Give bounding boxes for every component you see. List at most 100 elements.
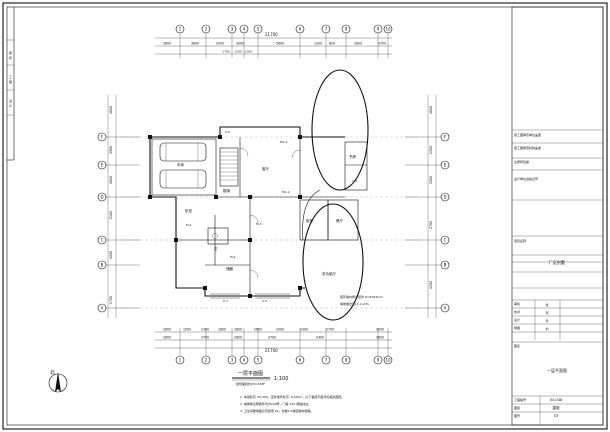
axis-left-label: B <box>101 263 104 268</box>
signature-cell: 邓 <box>545 310 548 315</box>
dining <box>327 199 359 241</box>
curve-note-2: 墙体做法见J-1,2-2/7L <box>340 301 370 306</box>
axis-top-label: 2 <box>205 27 208 32</box>
left-dim-value: 1700 <box>109 296 113 304</box>
axis-bottom-label: 10 <box>385 358 391 363</box>
plan-scale: 1:100 <box>274 376 288 382</box>
right-dim-value: 2500 <box>429 146 433 154</box>
room-labels: 车库 客厅 餐厅 厨房 卧室 书房 卫 楼梯 多功能厅 储藏 <box>177 154 357 276</box>
bottom-dim-value: 1800 <box>234 328 242 332</box>
plan-title: 一层平面图 <box>238 371 263 377</box>
axis-bottom-label: 7 <box>325 358 328 363</box>
tag-m1: M-1 <box>186 223 192 227</box>
axis-top-label: 3 <box>231 27 234 32</box>
signature-cell: 张 <box>545 302 548 307</box>
title-block-label: 图号 <box>514 413 520 418</box>
title-block: 施工图审查单位盖章施工图审查机构盖章注册师签章设计单位资格证号项目名称审核校对设… <box>511 6 604 426</box>
top-subdim-value: 1100 <box>244 50 252 54</box>
study-room <box>344 141 368 191</box>
axis-right-label: D <box>443 195 446 200</box>
door-tags: MC-1 MC-2 M-1 M-2 M-3 C-1 C-2 C-3 C-5 <box>186 130 357 303</box>
bottom-dim2-value: 3700 <box>268 336 276 340</box>
axis-left-label: D <box>100 195 103 200</box>
garage <box>151 138 217 196</box>
north-arrow: 北 <box>48 369 68 393</box>
drawing-number: 04-048 <box>550 398 562 402</box>
axis-top-label: 6 <box>299 27 302 32</box>
inner-border <box>6 6 604 426</box>
axis-top-label: 10 <box>385 27 391 32</box>
top-dim-value: 2000 <box>216 42 224 46</box>
oval-room-bottom <box>302 203 364 321</box>
tag-m3: M-3 <box>256 222 262 226</box>
signature-cell: 刘 <box>545 326 548 331</box>
note-3: 3. 卫生间楼地面比同层低 20，并做1%坡度坡向地漏。 <box>240 408 313 413</box>
tag-mc2: MC-2 <box>282 190 290 194</box>
top-dim-value: 5600 <box>276 42 284 46</box>
title-block-label: 设计 <box>514 317 520 322</box>
bottom-dim-value: 2800 <box>163 328 171 332</box>
axis-bottom-label: 8 <box>345 358 348 363</box>
building-plan <box>148 69 369 321</box>
axis-bottom-label: 6 <box>299 358 302 363</box>
car-2 <box>159 169 207 189</box>
axis-left-label: C <box>101 238 104 243</box>
axis-top-label: 5 <box>257 27 260 32</box>
axis-top-label: 4 <box>243 27 246 32</box>
top-dim-value: 1200 <box>314 42 322 46</box>
title-block-label: 注册师签章 <box>514 159 529 164</box>
top-dim-value: 4700 <box>378 42 386 46</box>
title-block-label: 设计单位资格证号 <box>514 176 538 181</box>
curve-note: 弧形墙内侧半径详 R=8183mm <box>340 294 383 299</box>
title-block-label: 施工图审查单位盖章 <box>514 132 541 137</box>
tag-c5: C-5 <box>225 130 230 134</box>
plan-title-group: 一层平面图 1:100 建筑面积约250.55M² <box>232 371 288 386</box>
left-dim-value: 3900 <box>109 146 113 154</box>
top-dim-value: 3000 <box>236 42 244 46</box>
axis-left-label: E <box>101 163 104 168</box>
room-kitchen: 厨房 <box>306 218 314 223</box>
general-notes: 1. 本层标高 ±0.000，室外地坪标高 -0.450m，以下各层平面详见相关… <box>240 394 344 413</box>
oval-room-top <box>311 69 369 191</box>
axis-bottom-label: 2 <box>205 358 208 363</box>
tag-c2: C-2 <box>262 299 267 303</box>
bottom-dim2-value: 2400 <box>316 336 324 340</box>
title-block-label: 图名 <box>514 343 520 348</box>
right-dim-value: 4800 <box>429 106 433 114</box>
room-stair: 楼梯 <box>223 188 230 193</box>
axis-top-label: 7 <box>325 27 328 32</box>
axis-bottom-label: 4 <box>243 358 246 363</box>
left-dim-value: 4800 <box>109 106 113 114</box>
axis-right-label: E <box>444 163 447 168</box>
tag-mc1: MC-1 <box>280 140 288 144</box>
sheet-number: 03 <box>554 414 558 418</box>
bottom-dim-value: 2300 <box>201 328 209 332</box>
title-block-label: 制图 <box>514 325 520 330</box>
car-1 <box>159 142 207 162</box>
bottom-dim-value: 3000 <box>376 328 384 332</box>
left-strip: 审 核 工 程 设 计 <box>7 7 15 161</box>
left-dim-value: 2600 <box>109 176 113 184</box>
title-block-label: 校对 <box>514 309 520 314</box>
left-dim-value: 4500 <box>109 251 113 259</box>
toilet-icon <box>212 233 218 239</box>
bottom-dim-value: 2000 <box>276 328 284 332</box>
tag-m2: M-2 <box>230 255 236 259</box>
north-label: 北 <box>50 369 55 376</box>
strip-text-3: 工 <box>9 75 12 79</box>
axis-top-label: 9 <box>377 27 380 32</box>
top-dim-value: 2800 <box>163 42 171 46</box>
title-block-label: 项目名称 <box>514 238 526 243</box>
tag-c1: C-1 <box>223 299 228 303</box>
right-dim-value: 2700 <box>429 221 433 229</box>
bottom-dim-value: 2300 <box>300 328 308 332</box>
room-dining: 餐厅 <box>336 218 344 223</box>
area-note: 建筑面积约250.55M² <box>236 381 266 386</box>
room-bedroom: 卧室 <box>185 208 192 213</box>
